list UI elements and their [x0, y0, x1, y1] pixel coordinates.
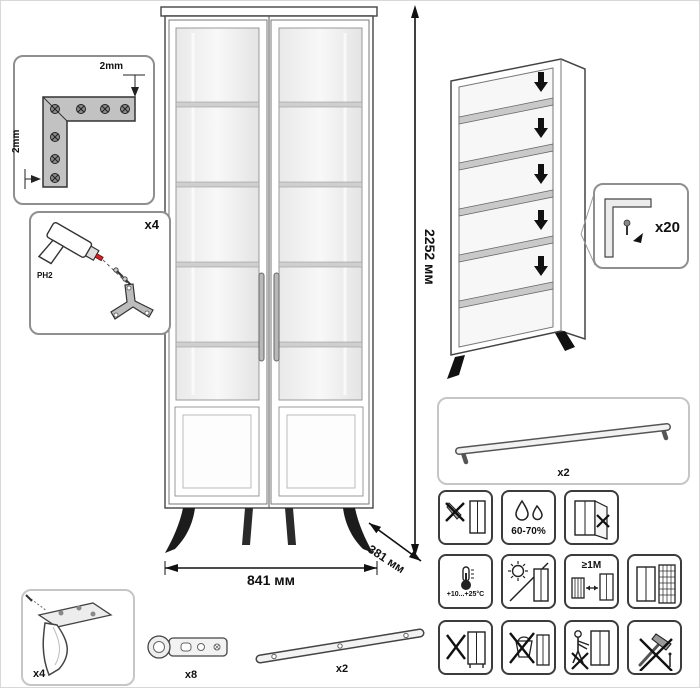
min-distance-label: ≥1M — [581, 560, 602, 571]
cabinet-front-view — [149, 5, 389, 565]
shelf-pin-illustration — [604, 198, 652, 258]
door-adjust-icon — [573, 499, 610, 540]
care-icon-wall-anchor — [627, 554, 682, 609]
leg-quantity-label: x4 — [33, 668, 46, 680]
leg-part-box: x4 — [21, 589, 135, 686]
care-icon-humidity: 60-70% — [501, 490, 556, 545]
bracket-illustration — [255, 628, 425, 664]
humidity-range-label: 60-70% — [511, 525, 546, 537]
width-dimension-label: 841 мм — [247, 572, 295, 588]
height-dimension-arrow — [411, 5, 419, 557]
drill-bit-label: PH2 — [37, 271, 53, 280]
wall-anchor-icon — [635, 563, 676, 604]
width-dimension-arrow — [164, 561, 378, 575]
leg-part-illustration — [25, 594, 113, 677]
care-icon-sun-protection — [501, 554, 556, 609]
corner-side-offset-label: 2mm — [11, 129, 22, 153]
care-icon-no-scratch — [438, 490, 493, 545]
bracket-quantity-label: x2 — [335, 663, 349, 675]
door-handle-left — [258, 272, 265, 362]
drill-leg-mounting-box: x4 PH2 — [29, 211, 171, 335]
depth-dimension-arrow — [368, 522, 422, 562]
corner-bracket-detail-box: 2mm 2mm — [11, 55, 155, 205]
hinge-part — [143, 625, 239, 669]
corner-bracket-illustration — [24, 74, 145, 189]
bracket-part — [246, 617, 438, 669]
drill-quantity-label: x4 — [144, 217, 159, 232]
care-icon-temperature: +10...+25°C — [438, 554, 493, 609]
temperature-range-label: +10...+25°C — [446, 591, 485, 598]
care-icon-no-drag — [438, 620, 493, 675]
drill-illustration — [37, 222, 154, 320]
shelf-pin-callout-box: x20 — [593, 183, 689, 269]
care-icon-no-tools — [627, 620, 682, 675]
cabinet-exploded-view — [429, 29, 607, 381]
sun-icon — [507, 560, 549, 602]
humidity-drops-icon — [514, 499, 543, 521]
handle-box: x2 — [437, 397, 690, 485]
no-drag-icon — [445, 630, 486, 668]
care-icon-no-push — [564, 620, 619, 675]
hinge-illustration — [147, 635, 228, 659]
distance-icon — [570, 573, 614, 601]
care-icon-no-wet — [501, 620, 556, 675]
no-wet-cleaning-icon — [508, 631, 550, 666]
no-scratch-icon — [444, 499, 486, 534]
handle-quantity-label: x2 — [557, 467, 570, 479]
cabinet-front-illustration — [160, 6, 378, 553]
cabinet-exploded-illustration — [447, 58, 596, 379]
no-tools-icon — [638, 632, 673, 671]
no-push-icon — [570, 629, 610, 670]
thermometer-icon — [460, 566, 474, 590]
hinge-quantity-label: x8 — [184, 669, 198, 681]
shelf-pin-quantity-label: x20 — [654, 219, 680, 236]
corner-top-offset-label: 2mm — [99, 61, 123, 72]
care-icon-door-adjust — [564, 490, 619, 545]
door-handle-right — [273, 272, 280, 362]
care-icon-min-distance: ≥1M — [564, 554, 619, 609]
handle-illustration — [455, 423, 671, 465]
